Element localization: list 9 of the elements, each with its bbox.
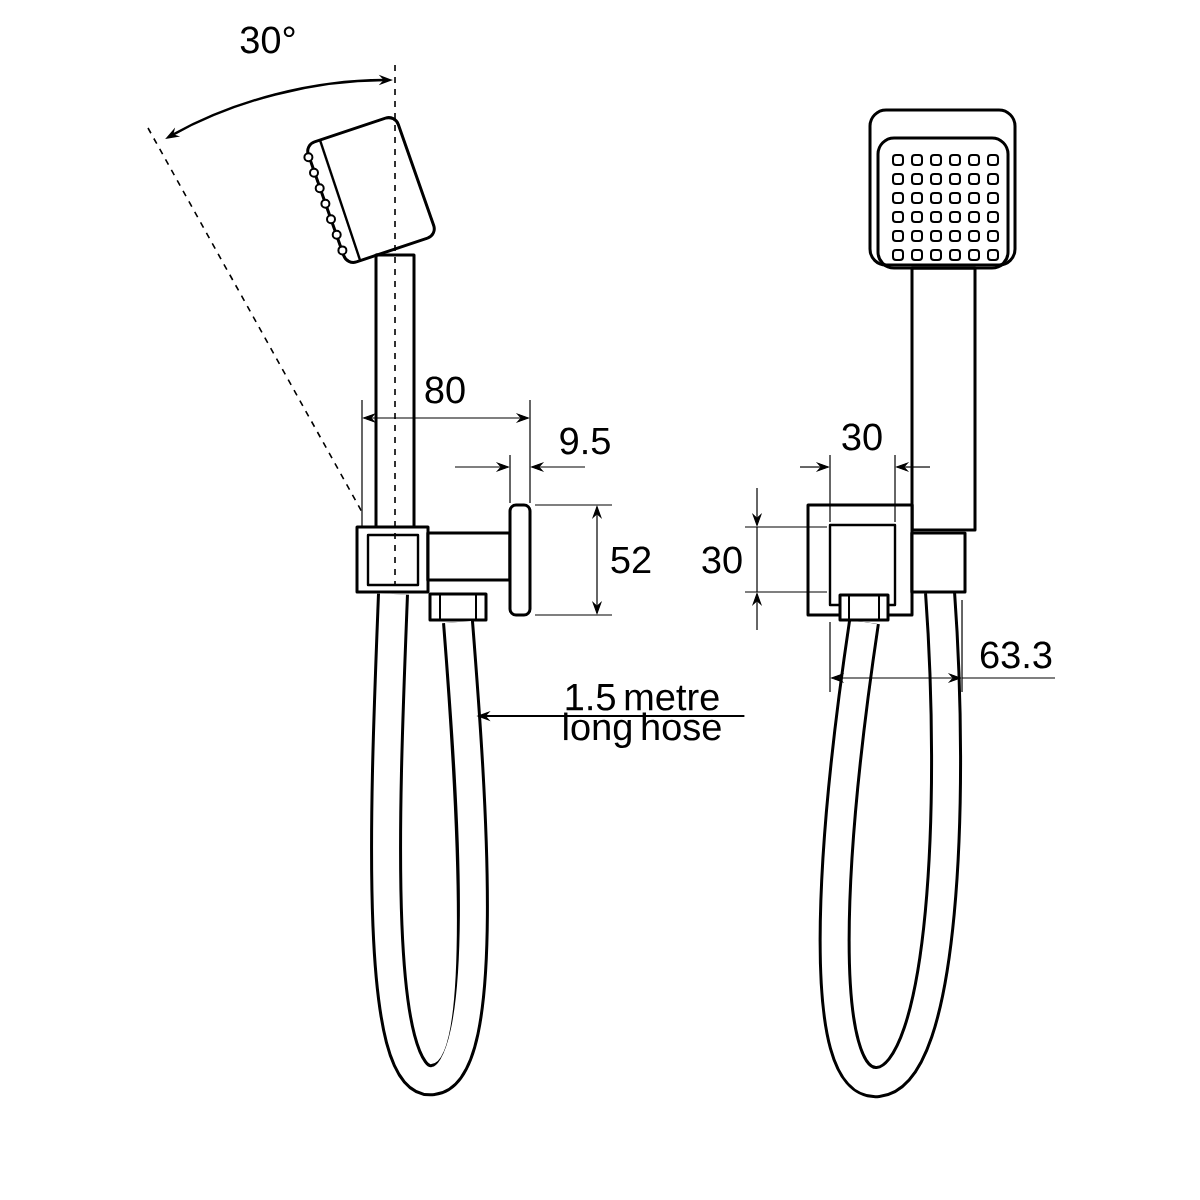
dimension-label: 63.3 [980, 641, 1052, 669]
hose-drawing [370, 593, 489, 1096]
dimension-label: 52 [611, 546, 651, 574]
dimension-label: 30 [702, 546, 742, 574]
callout-label: 1.5 metre long hose [564, 684, 721, 748]
dimension-label: 30 [842, 423, 882, 451]
dimension-label: 80 [425, 376, 465, 404]
dimension-label: 30° [240, 26, 295, 54]
dimension-label: 9.5 [560, 427, 610, 455]
